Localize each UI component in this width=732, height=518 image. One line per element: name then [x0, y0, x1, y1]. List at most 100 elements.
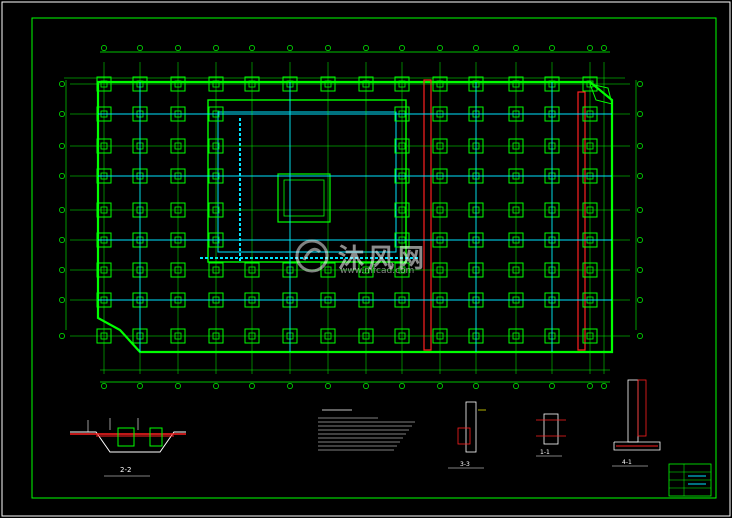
- column-footing: [208, 202, 224, 218]
- axis-bubble: [637, 207, 643, 213]
- column-footing: [394, 76, 410, 92]
- axis-bubble: [325, 383, 331, 389]
- column-footing: [170, 202, 186, 218]
- axis-bubble: [587, 383, 593, 389]
- column-footing: [508, 328, 524, 344]
- axis-bubble: [601, 383, 607, 389]
- column: [436, 80, 444, 88]
- column: [248, 266, 256, 274]
- axis-bubble: [59, 173, 65, 179]
- column-footing: [394, 202, 410, 218]
- column-footing: [96, 138, 112, 154]
- column-footing: [432, 138, 448, 154]
- column: [436, 266, 444, 274]
- column-footing: [508, 138, 524, 154]
- column: [174, 332, 182, 340]
- column: [362, 80, 370, 88]
- column: [362, 332, 370, 340]
- axis-bubble: [213, 383, 219, 389]
- title-block: [668, 463, 712, 497]
- axis-bubble: [59, 143, 65, 149]
- column: [100, 206, 108, 214]
- axis-bubble: [249, 383, 255, 389]
- column-footing: [320, 328, 336, 344]
- axis-bubble: [601, 45, 607, 51]
- axis-bubble: [175, 45, 181, 51]
- column-footing: [582, 202, 598, 218]
- column: [174, 142, 182, 150]
- column: [512, 142, 520, 150]
- core-central-inner: [283, 179, 325, 217]
- column: [212, 142, 220, 150]
- axis-bubble: [399, 45, 405, 51]
- core-box: [207, 99, 407, 263]
- axis-bubble: [637, 173, 643, 179]
- column: [324, 332, 332, 340]
- column: [100, 80, 108, 88]
- column-footing: [508, 202, 524, 218]
- column: [398, 332, 406, 340]
- column-footing: [432, 262, 448, 278]
- axis-bubble: [513, 383, 519, 389]
- axis-bubble: [637, 297, 643, 303]
- column: [398, 266, 406, 274]
- axis-bubble: [437, 383, 443, 389]
- axis-bubble: [59, 81, 65, 87]
- column: [586, 266, 594, 274]
- column-footing: [170, 262, 186, 278]
- column: [512, 266, 520, 274]
- axis-bubble: [473, 45, 479, 51]
- column-footing: [432, 202, 448, 218]
- column: [174, 266, 182, 274]
- column-footing: [358, 262, 374, 278]
- axis-bubble: [549, 45, 555, 51]
- column-footing: [208, 76, 224, 92]
- column: [398, 80, 406, 88]
- column: [586, 206, 594, 214]
- column-footing: [358, 328, 374, 344]
- axis-bubble: [513, 45, 519, 51]
- axis-bubble: [59, 267, 65, 273]
- core-central: [277, 173, 331, 223]
- axis-bubble: [473, 383, 479, 389]
- axis-bubble: [637, 143, 643, 149]
- column-footing: [582, 138, 598, 154]
- column-footing: [244, 328, 260, 344]
- section-detail-4-1: 4-1: [612, 379, 661, 467]
- axis-bubble: [363, 383, 369, 389]
- column-footing: [170, 138, 186, 154]
- section-label-2-2: 2-2: [120, 466, 131, 474]
- column: [174, 80, 182, 88]
- section-detail-1-1: 1-1: [536, 413, 566, 457]
- column-footing: [394, 138, 410, 154]
- axis-bubble: [59, 297, 65, 303]
- column-footing: [244, 76, 260, 92]
- section-detail-2-2: 2-2: [70, 418, 186, 477]
- column: [212, 80, 220, 88]
- column: [212, 266, 220, 274]
- column-footing: [394, 328, 410, 344]
- column: [586, 332, 594, 340]
- general-notes: [318, 409, 415, 451]
- axis-bubble: [101, 45, 107, 51]
- column-footing: [208, 138, 224, 154]
- axis-bubble: [287, 45, 293, 51]
- axis-bubble: [287, 383, 293, 389]
- column: [248, 332, 256, 340]
- axis-bubble: [137, 45, 143, 51]
- foundation-plan: [59, 45, 643, 389]
- column-footing: [582, 76, 598, 92]
- axis-bubble: [549, 383, 555, 389]
- axis-bubble: [363, 45, 369, 51]
- section-label-4-1: 4-1: [622, 459, 632, 466]
- column: [436, 332, 444, 340]
- column: [248, 80, 256, 88]
- column-footing: [582, 328, 598, 344]
- column-footing: [96, 262, 112, 278]
- axis-bubble: [399, 383, 405, 389]
- column: [586, 142, 594, 150]
- column-footing: [244, 262, 260, 278]
- column: [512, 80, 520, 88]
